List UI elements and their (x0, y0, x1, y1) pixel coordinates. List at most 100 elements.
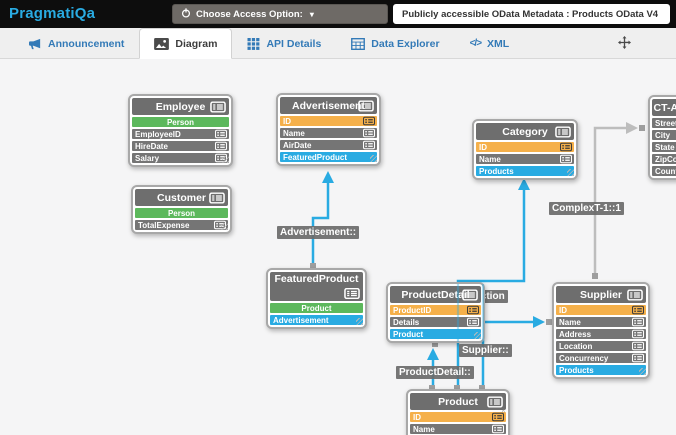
table-icon[interactable] (358, 100, 374, 111)
tab-label: Data Explorer (371, 37, 440, 50)
row-label: Person (166, 117, 195, 127)
row-label: Product (301, 303, 332, 313)
table-icon[interactable] (209, 192, 225, 203)
arrowhead-categories-link (518, 178, 530, 190)
entity-header[interactable]: Product (410, 393, 506, 410)
entity-title: CT-Address (653, 101, 676, 114)
entity-row-location: Location (556, 341, 646, 351)
link-connector (310, 263, 316, 269)
tab-diagram[interactable]: Diagram (139, 28, 233, 59)
entity-row-totalexpense: TotalExpense (135, 220, 228, 230)
link-connector (639, 125, 645, 131)
table-icon[interactable] (462, 289, 478, 300)
entity-header[interactable]: Advertisement (280, 97, 377, 114)
tab-data-explorer[interactable]: Data Explorer (336, 28, 454, 59)
resize-grip[interactable] (370, 155, 377, 162)
link-connector (546, 319, 552, 325)
entity-header[interactable]: Employee (132, 98, 229, 115)
service-url-field[interactable] (393, 4, 670, 24)
choose-access-option-label: Choose Access Option: (196, 8, 303, 20)
entity-title: Advertisement (292, 99, 365, 112)
scroll-up-indicator[interactable]: ^ (501, 410, 505, 417)
code-icon: </> (469, 38, 483, 49)
row-label: Name (413, 424, 435, 434)
row-label: FeaturedProduct (283, 152, 348, 162)
row-label: Name (283, 128, 305, 138)
link-connector (454, 385, 460, 391)
diagram-canvas[interactable]: Advertisement::Categories::CollectionSup… (0, 59, 676, 435)
entity-row-salary: Salary (132, 153, 229, 163)
tab-announcement[interactable]: Announcement (13, 28, 139, 59)
entity-row-country: Country (652, 166, 676, 176)
arrowhead-complextype-link (626, 122, 638, 134)
resize-grip[interactable] (567, 169, 574, 176)
entity-row-advertisement: Advertisement (270, 315, 363, 325)
resize-grip[interactable] (221, 223, 228, 230)
tab-xml[interactable]: </> XML (455, 28, 525, 59)
resize-grip[interactable] (639, 368, 646, 375)
entity-ct-address[interactable]: CT-AddressStreetCityStateZipCodeCountry (648, 95, 676, 180)
list-icon (363, 116, 375, 126)
entity-header[interactable]: Supplier (556, 286, 646, 303)
tab-bar: Announcement Diagram API Details Data Explo… (0, 28, 676, 59)
row-label: AirDate (283, 140, 312, 150)
resize-grip[interactable] (356, 318, 363, 325)
row-label: Details (393, 317, 420, 327)
tab-label: Announcement (48, 37, 125, 50)
entity-row-id: ID (476, 142, 574, 152)
tab-api-details[interactable]: API Details (232, 28, 336, 59)
table-icon[interactable] (555, 126, 571, 137)
resize-grip[interactable] (474, 332, 481, 339)
row-label: EmployeeID (135, 129, 181, 139)
table-icon[interactable] (344, 288, 360, 299)
entity-row-product: Product (390, 329, 481, 339)
row-label: State (655, 142, 675, 152)
row-label: ID (559, 305, 567, 315)
row-label: Name (479, 154, 501, 164)
link-connector (429, 385, 435, 391)
link-connector (479, 385, 485, 391)
pragmatiqa-logo[interactable]: PragmatiQa (9, 5, 96, 22)
entity-row-concurrency: Concurrency (556, 353, 646, 363)
tab-label: XML (487, 37, 510, 50)
entity-row-zipcode: ZipCode (652, 154, 676, 164)
entity-header[interactable]: ProductDetail (390, 286, 481, 303)
arrowhead-advertisement-link (322, 171, 334, 183)
table-icon[interactable] (210, 101, 226, 112)
megaphone-icon (28, 38, 42, 50)
entity-row-name: Name (410, 424, 506, 434)
list-icon (215, 129, 227, 139)
list-icon (632, 329, 644, 339)
list-icon (215, 141, 227, 151)
choose-access-option-button[interactable]: Choose Access Option: ▾ (172, 4, 388, 24)
entity-title: Category (502, 125, 548, 138)
resize-grip[interactable] (222, 156, 229, 163)
edge-label-productdetail-link: ProductDetail:: (396, 366, 474, 379)
entity-row-person: Person (132, 117, 229, 127)
entity-row-id: ID (280, 116, 377, 126)
row-label: ID (283, 116, 291, 126)
link-connector (432, 341, 438, 347)
tab-label: Diagram (175, 37, 218, 50)
list-icon (492, 424, 504, 434)
entity-header[interactable]: Category (476, 123, 574, 140)
table-icon[interactable] (627, 289, 643, 300)
entity-header[interactable]: Customer (135, 189, 228, 206)
entity-header[interactable]: CT-Address (652, 99, 676, 116)
entity-row-products: Products (476, 166, 574, 176)
row-label: Address (559, 329, 592, 339)
row-label: Country (655, 166, 676, 176)
table-icon[interactable] (487, 396, 503, 407)
move-diagram-tool[interactable] (618, 36, 632, 50)
entity-row-name: Name (476, 154, 574, 164)
entity-header[interactable]: FeaturedProduct (270, 272, 363, 301)
entity-row-details: Details (390, 317, 481, 327)
